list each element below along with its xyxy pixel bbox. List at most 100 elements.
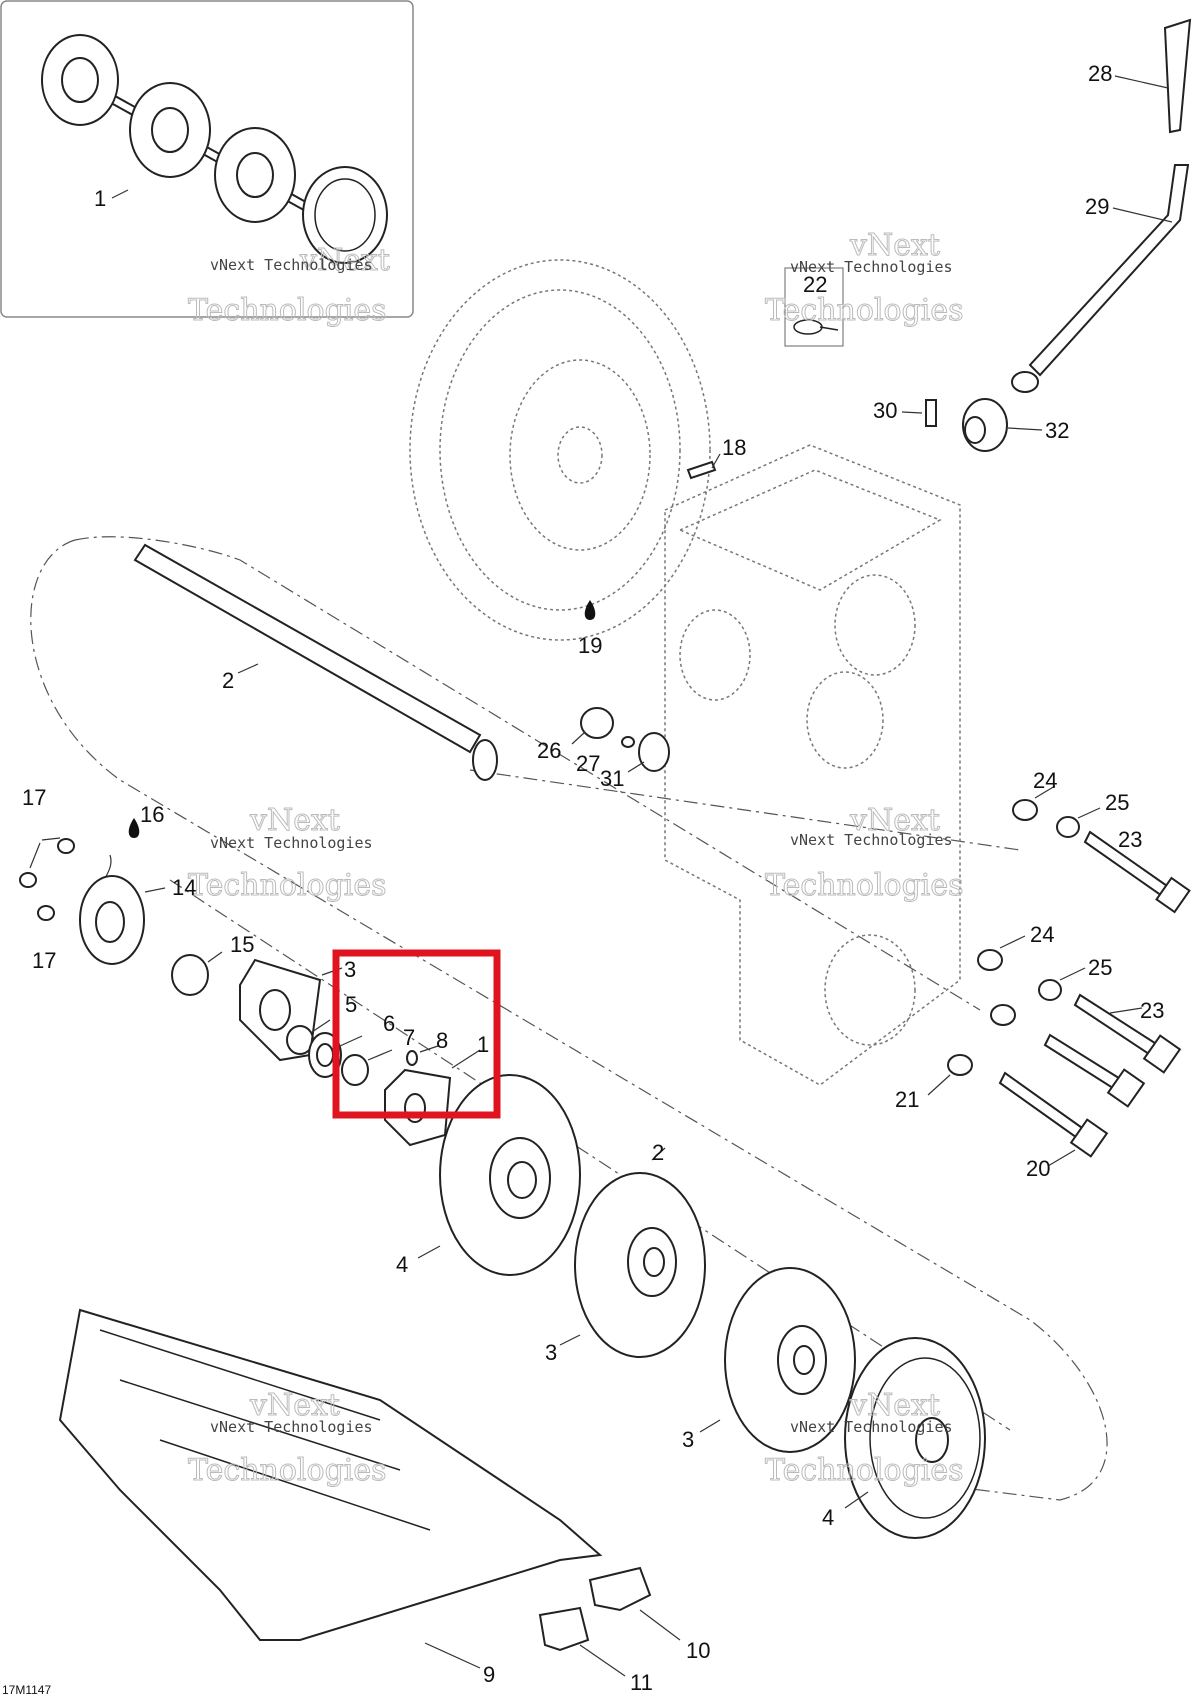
driven-pulley-reference	[409, 259, 711, 641]
tensioner-rod-29[interactable]	[1011, 164, 1190, 393]
callout-10[interactable]: 10	[686, 1638, 710, 1663]
washer-24-lower[interactable]	[977, 935, 1026, 971]
bolt-20[interactable]	[998, 1071, 1109, 1167]
watermark-text: Technologies	[188, 293, 387, 328]
washer-24-upper[interactable]	[1012, 785, 1056, 821]
clip-10[interactable]	[588, 1566, 681, 1641]
callout-3-plate[interactable]: 3	[344, 957, 356, 982]
bolt-unnamed[interactable]	[1043, 1033, 1146, 1108]
callout-11[interactable]: 11	[630, 1670, 653, 1695]
watermark-middle-right: vNext vNext Technologies Technologies	[765, 803, 965, 904]
callout-25-lower[interactable]: 25	[1088, 955, 1112, 980]
callout-30[interactable]: 30	[873, 398, 897, 423]
document-code: 17M1147	[2, 1683, 51, 1697]
callout-20[interactable]: 20	[1026, 1156, 1050, 1181]
callout-32[interactable]: 32	[1045, 418, 1069, 443]
plate-3-left[interactable]	[239, 958, 343, 1062]
callout-3-right[interactable]: 3	[682, 1427, 694, 1452]
callout-24-lower[interactable]: 24	[1030, 922, 1054, 947]
watermark-text: vNext	[249, 803, 340, 838]
watermark-text: vNext Technologies	[210, 256, 373, 274]
callout-labels: 1 1 2 2 3 3 3 4 4 5 6 7 8 9 10 11 14 15 …	[22, 61, 1164, 1695]
cotter-pin-kit-22[interactable]	[784, 267, 844, 347]
callout-4-right[interactable]: 4	[822, 1505, 834, 1530]
callout-18[interactable]: 18	[722, 435, 746, 460]
callout-1-inset[interactable]: 1	[94, 186, 106, 211]
callout-23-lower[interactable]: 23	[1140, 998, 1164, 1023]
bearing-housing-14[interactable]	[79, 875, 166, 965]
washer-7[interactable]	[341, 1049, 393, 1086]
callout-17-top[interactable]: 17	[22, 785, 46, 810]
watermark-text: Technologies	[765, 293, 964, 328]
callout-2-shaft[interactable]: 2	[222, 668, 234, 693]
dowel-pin-28[interactable]	[1114, 18, 1192, 134]
bushing-15[interactable]	[171, 951, 223, 996]
callout-2-sprocket[interactable]: 2	[652, 1140, 664, 1165]
axle-centerline	[169, 879, 1011, 1431]
callout-29[interactable]: 29	[1085, 194, 1109, 219]
watermark-text: vNext Technologies	[790, 1418, 953, 1436]
callout-1[interactable]: 1	[477, 1032, 489, 1057]
highlight-box	[332, 949, 501, 1119]
washers-21[interactable]	[927, 1004, 1016, 1096]
watermark-text: Technologies	[188, 868, 387, 903]
bolt-23-middle[interactable]	[1073, 993, 1182, 1074]
watermark-text: vNext Technologies	[210, 834, 373, 852]
callout-8[interactable]: 8	[436, 1028, 448, 1053]
callout-9[interactable]: 9	[483, 1662, 495, 1687]
callout-19[interactable]: 19	[578, 633, 602, 658]
drive-shaft[interactable]	[133, 543, 498, 781]
watermark-bottom-right: vNext vNext Technologies Technologies	[765, 1388, 965, 1489]
clip-11[interactable]	[538, 1606, 626, 1677]
callout-15[interactable]: 15	[230, 932, 254, 957]
callout-14[interactable]: 14	[172, 875, 196, 900]
sleeve-32[interactable]	[962, 398, 1043, 452]
roll-pin-30[interactable]	[901, 399, 937, 427]
callout-22[interactable]: 22	[803, 272, 827, 297]
oil-drop-19	[584, 600, 596, 620]
watermark-text: vNext	[299, 243, 390, 278]
callout-3-middle[interactable]: 3	[545, 1340, 557, 1365]
callout-25-upper[interactable]: 25	[1105, 790, 1129, 815]
callout-5[interactable]: 5	[345, 992, 357, 1017]
callout-7[interactable]: 7	[403, 1025, 415, 1050]
sprocket-31[interactable]	[627, 732, 670, 773]
watermark-middle-left: vNext vNext Technologies Technologies	[188, 803, 388, 904]
callout-17-bottom[interactable]: 17	[32, 948, 56, 973]
bolt-23-upper[interactable]	[1083, 830, 1191, 914]
callout-28[interactable]: 28	[1088, 61, 1112, 86]
callout-16[interactable]: 16	[140, 802, 164, 827]
lock-washer-25-lower[interactable]	[1038, 967, 1086, 1001]
callout-24-upper[interactable]: 24	[1033, 768, 1057, 793]
watermark-text: Technologies	[765, 1453, 964, 1488]
callout-31[interactable]: 31	[600, 766, 624, 791]
end-wheel-4-right[interactable]	[844, 1337, 986, 1539]
callout-21[interactable]: 21	[895, 1087, 919, 1112]
end-wheel-4-left[interactable]	[417, 1074, 581, 1276]
watermark-text: vNext	[849, 1388, 940, 1423]
watermark-text: vNext Technologies	[790, 831, 953, 849]
inset-drive-axle-assembly[interactable]	[41, 34, 388, 264]
watermark-bottom-left: vNext vNext Technologies Technologies	[188, 1388, 388, 1489]
nuts-17[interactable]	[19, 837, 75, 921]
track-9[interactable]	[58, 1308, 603, 1669]
o-ring-8[interactable]	[406, 1045, 439, 1066]
callout-4-left[interactable]: 4	[396, 1252, 408, 1277]
callout-6[interactable]: 6	[383, 1011, 395, 1036]
o-ring-27[interactable]	[621, 736, 635, 748]
key-18[interactable]	[686, 453, 721, 480]
watermark-text: vNext	[849, 228, 940, 263]
lock-washer-25-upper[interactable]	[1056, 807, 1101, 838]
chaincase-reference	[664, 444, 961, 1086]
watermark-text: vNext Technologies	[210, 1418, 373, 1436]
callout-26[interactable]: 26	[537, 738, 561, 763]
callout-23-upper[interactable]: 23	[1118, 827, 1142, 852]
watermark-text: Technologies	[765, 868, 964, 903]
callout-27[interactable]: 27	[576, 751, 600, 776]
nut-26[interactable]	[571, 707, 614, 745]
sprocket-3-right[interactable]	[699, 1267, 856, 1453]
sprocket-3-middle[interactable]	[559, 1147, 706, 1358]
watermark-top-left: vNext vNext Technologies Technologies	[188, 243, 391, 329]
watermark-top-right: vNext vNext Technologies Technologies	[765, 228, 965, 329]
